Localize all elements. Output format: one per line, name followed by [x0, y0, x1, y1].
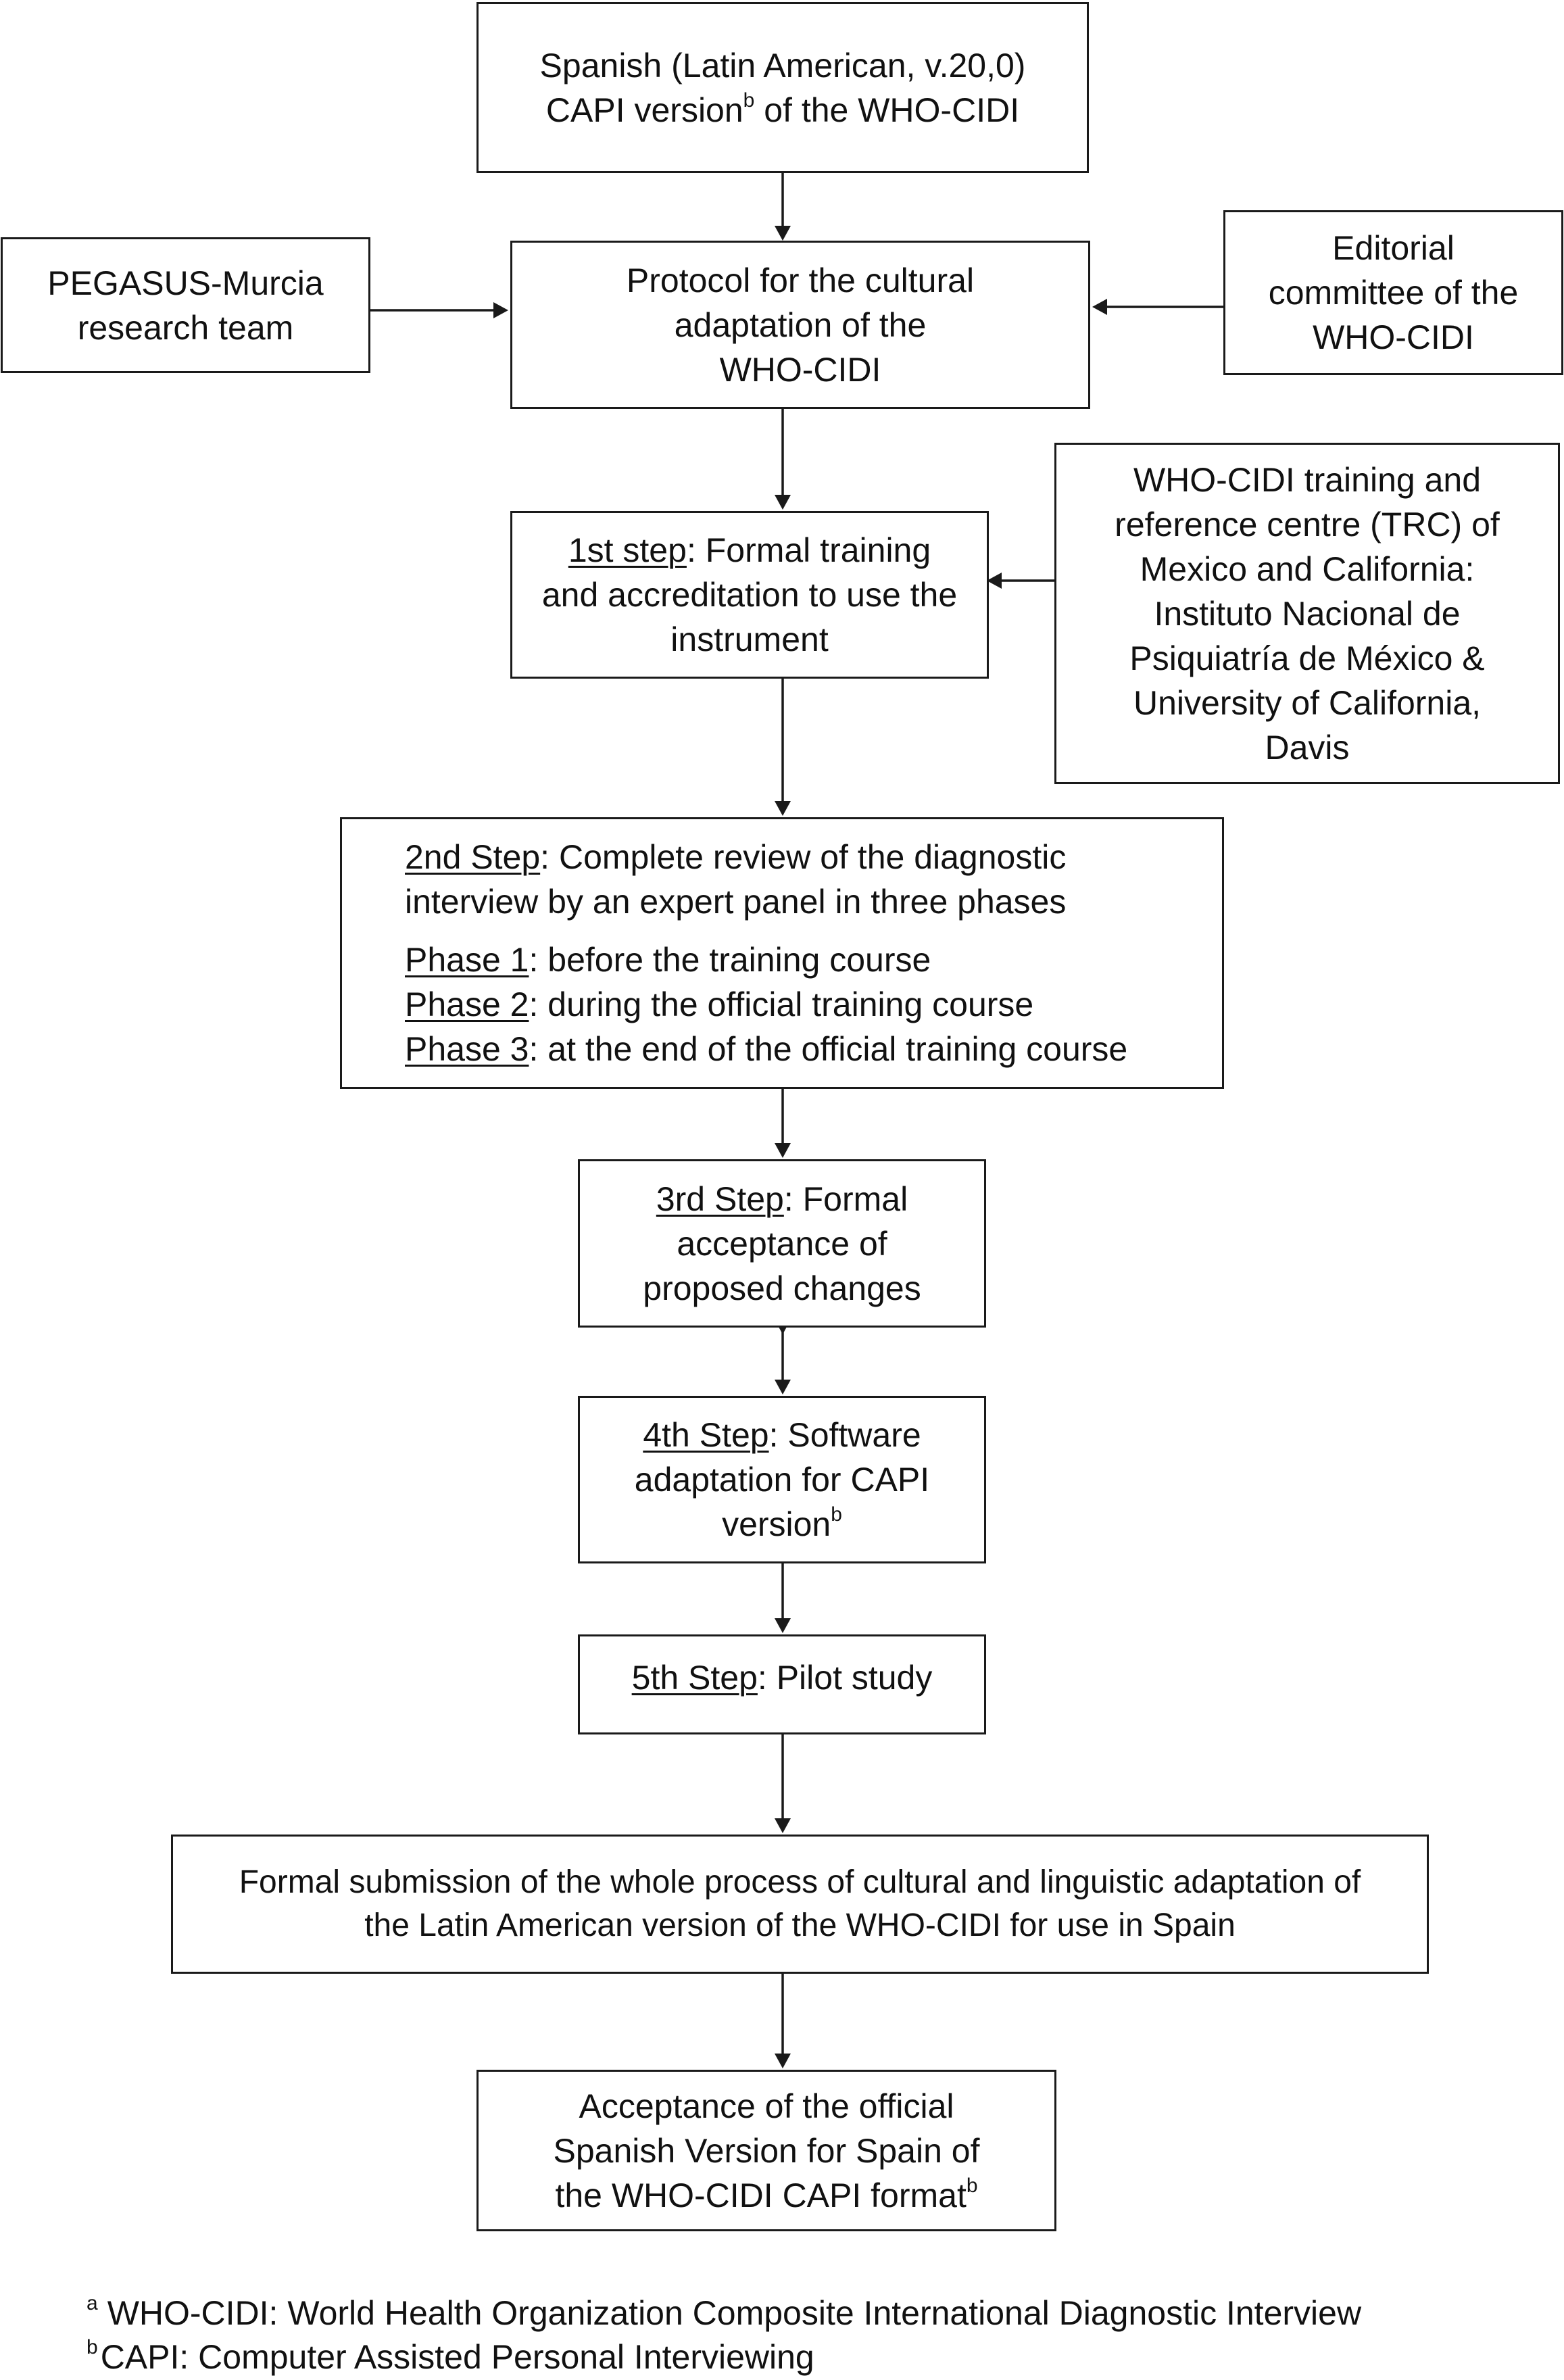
phase-2-label: Phase 2 [405, 986, 529, 1023]
acceptance-box: Acceptance of the official Spanish Versi… [476, 2070, 1056, 2231]
trc-line-5: Psiquiatría de México & [1129, 639, 1485, 677]
step3-line-2: acceptance of [677, 1224, 887, 1263]
step3-line-1: 3rd Step: Formal [656, 1180, 908, 1218]
footnote-b-mark: b [87, 2336, 98, 2358]
step5-line-1: 5th Step: Pilot study [631, 1659, 933, 1697]
step1-label: 1st step [568, 531, 687, 569]
pegasus-line-1: PEGASUS-Murcia [47, 264, 324, 302]
editorial-line-3: WHO-CIDI [1313, 318, 1474, 356]
trc-line-6: University of California, [1133, 683, 1482, 722]
trc-line-2: reference centre (TRC) of [1115, 505, 1500, 543]
acceptance-line-2: Spanish Version for Spain of [553, 2131, 980, 2170]
step1-line-1: 1st step: Formal training [568, 531, 931, 569]
submission-line-1: Formal submission of the whole process o… [239, 1864, 1361, 1900]
footnote-a-text: WHO-CIDI: World Health Organization Comp… [107, 2294, 1362, 2332]
source-line-1: Spanish (Latin American, v.20,0) [539, 46, 1026, 84]
step2-line-2: interview by an expert panel in three ph… [405, 883, 1067, 921]
step2-label: 2nd Step [405, 838, 541, 876]
editorial-line-2: committee of the [1268, 274, 1519, 312]
step1-box: 1st step: Formal training and accreditat… [510, 511, 989, 679]
pegasus-line-2: research team [77, 308, 294, 347]
editorial-committee-box: Editorial committee of the WHO-CIDI [1223, 210, 1563, 375]
protocol-line-3: WHO-CIDI [719, 350, 881, 389]
source-version-box: Spanish (Latin American, v.20,0) CAPI ve… [476, 2, 1089, 173]
footnote-b-text: CAPI: Computer Assisted Personal Intervi… [100, 2338, 814, 2376]
protocol-line-1: Protocol for the cultural [626, 261, 975, 299]
source-line-2: CAPI versionb of the WHO-CIDI [545, 89, 1020, 129]
acceptance-line-1: Acceptance of the official [579, 2087, 954, 2125]
step4-box: 4th Step: Software adaptation for CAPI v… [578, 1396, 986, 1563]
phase-3-line: Phase 3: at the end of the official trai… [405, 1030, 1128, 1068]
trc-line-3: Mexico and California: [1140, 550, 1475, 588]
acceptance-line-3: the WHO-CIDI CAPI formatb [555, 2174, 978, 2214]
step3-box: 3rd Step: Formal acceptance of proposed … [578, 1159, 986, 1328]
editorial-line-1: Editorial [1332, 229, 1455, 267]
phase-2-line: Phase 2: during the official training co… [405, 986, 1034, 1023]
step4-line-3: versionb [722, 1503, 842, 1544]
step1-line-3: instrument [670, 621, 829, 658]
step3-line-3: proposed changes [643, 1269, 921, 1307]
submission-line-2: the Latin American version of the WHO-CI… [364, 1908, 1236, 1943]
trc-line-7: Davis [1265, 728, 1350, 767]
protocol-box: Protocol for the cultural adaptation of … [510, 241, 1090, 409]
step5-label: 5th Step [631, 1659, 758, 1697]
phase-1-label: Phase 1 [405, 941, 529, 979]
step4-label: 4th Step [643, 1416, 769, 1454]
step5-box: 5th Step: Pilot study [578, 1634, 986, 1734]
trc-line-4: Instituto Nacional de [1154, 594, 1461, 633]
trc-line-1: WHO-CIDI training and [1133, 460, 1482, 499]
step2-box: 2nd Step: Complete review of the diagnos… [340, 817, 1224, 1089]
footnote-a: a WHO-CIDI: World Health Organization Com… [87, 2283, 1361, 2333]
step4-line-1: 4th Step: Software [643, 1416, 921, 1454]
phase-1-line: Phase 1: before the training course [405, 941, 931, 979]
submission-box: Formal submission of the whole process o… [171, 1835, 1429, 1974]
trc-box: WHO-CIDI training and reference centre (… [1054, 443, 1560, 784]
pegasus-team-box: PEGASUS-Murcia research team [1, 237, 370, 373]
footnote-a-mark: a [87, 2292, 98, 2314]
step3-label: 3rd Step [656, 1180, 784, 1218]
protocol-line-2: adaptation of the [674, 306, 927, 344]
footnote-b: bCAPI: Computer Assisted Personal Interv… [87, 2327, 814, 2377]
step2-line-1: 2nd Step: Complete review of the diagnos… [405, 838, 1067, 876]
step4-line-2: adaptation for CAPI [634, 1461, 930, 1499]
step1-line-2: and accreditation to use the [541, 576, 958, 614]
phase-3-label: Phase 3 [405, 1030, 529, 1068]
